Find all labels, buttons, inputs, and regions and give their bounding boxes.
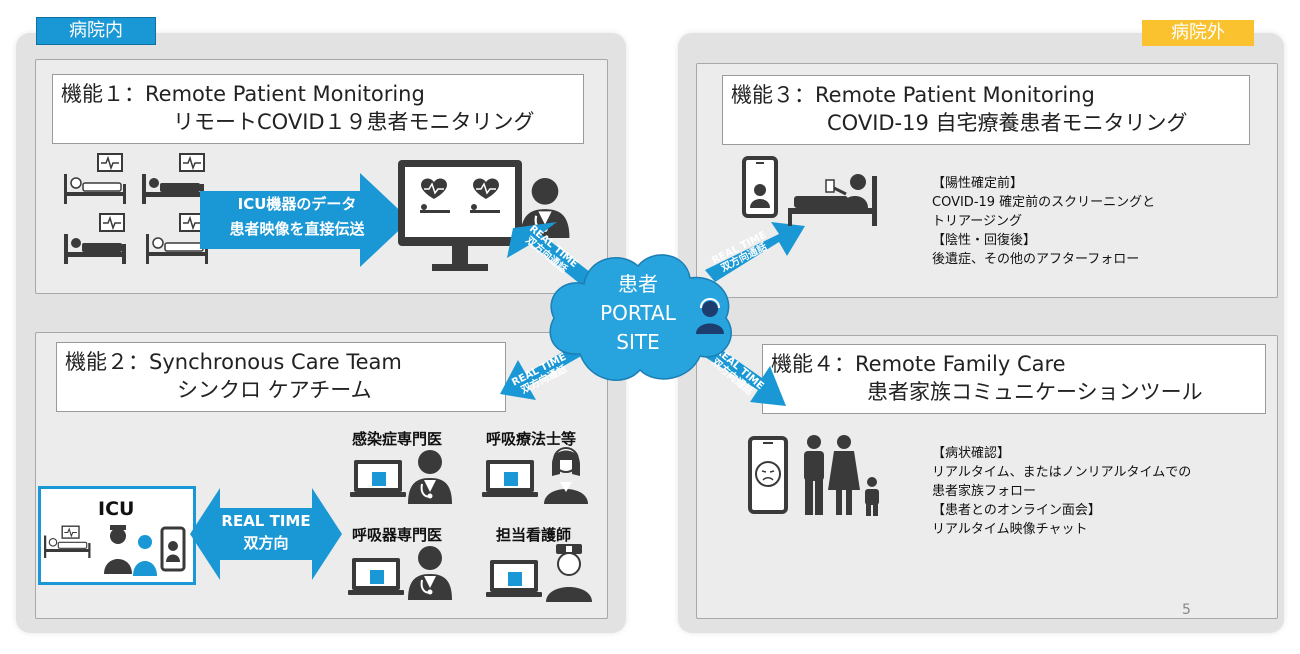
f4-description: 【病状確認】 リアルタイム、またはノンリアルタイムでの 患者家族フォロー 【患者… xyxy=(932,444,1191,539)
icu-beds-icon xyxy=(63,153,209,265)
function-2-title-line1: 機能２：Synchronous Care Team xyxy=(65,350,402,374)
icu-data-arrow-text: ICU機器のデータ 患者映像を直接伝送 xyxy=(202,192,392,242)
function-1-title: 機能１：Remote Patient Monitoring リモートCOVID１… xyxy=(52,74,584,144)
f3-desc-heading-1: 【陽性確定前】 xyxy=(932,176,1024,191)
respiratory-therapist-icon xyxy=(482,447,588,504)
portal-line2: PORTAL xyxy=(600,301,676,325)
function-3-title: 機能３：Remote Patient Monitoring COVID-19 自… xyxy=(722,75,1250,145)
icu-data-arrow-line1: ICU機器のデータ xyxy=(237,195,357,213)
function-4-title-line1: 機能４：Remote Family Care xyxy=(771,352,1066,376)
portal-line3: SITE xyxy=(616,330,660,354)
icu-realtime-line2: 双方向 xyxy=(243,534,289,552)
home-patient-icon xyxy=(742,156,877,226)
icu-label: ICU xyxy=(98,498,135,520)
realtime-arrow-f3 xyxy=(705,222,805,282)
icu-data-arrow xyxy=(200,173,410,267)
inside-hospital-label: 病院内 xyxy=(36,17,156,45)
pulmonologist-icon xyxy=(348,545,453,601)
function-1-title-line2: リモートCOVID１９患者モニタリング xyxy=(173,110,535,134)
function-4-title: 機能４：Remote Family Care 患者家族コミュニケーションツール xyxy=(762,344,1266,414)
icu-realtime-arrow xyxy=(190,488,342,580)
assigned-nurse-icon xyxy=(486,544,592,602)
portal-cloud-icon xyxy=(549,254,732,381)
f3-desc-line-2: トリアージング xyxy=(932,214,1022,229)
function-4-title-line2: 患者家族コミュニケーションツール xyxy=(867,380,1203,404)
realtime-arrow-f1 xyxy=(507,222,595,288)
icu-realtime-line1: REAL TIME xyxy=(221,512,311,530)
icu-team-icon xyxy=(43,525,186,576)
function-3-title-line1: 機能３：Remote Patient Monitoring xyxy=(731,83,1095,107)
function-2-title: 機能２：Synchronous Care Team シンクロ ケアチーム xyxy=(56,342,506,412)
function-1-title-line1: 機能１：Remote Patient Monitoring xyxy=(61,82,425,106)
monitor-icon xyxy=(398,160,522,271)
realtime-arrow-f4 xyxy=(698,340,786,406)
f3-description: 【陽性確定前】 COVID-19 確定前のスクリーニングと トリアージング 【陰… xyxy=(932,174,1155,269)
infection-specialist-icon xyxy=(350,449,453,505)
f4-desc-line-2: 患者家族フォロー xyxy=(932,484,1037,499)
function-3-title-line2: COVID-19 自宅療養患者モニタリング xyxy=(827,111,1188,135)
f4-desc-heading-2: 【患者とのオンライン面会】 xyxy=(932,503,1101,518)
portal-line1: 患者 xyxy=(618,272,658,296)
portal-text: 患者 PORTAL SITE xyxy=(578,270,698,357)
label-assigned-nurse: 担当看護師 xyxy=(496,526,572,544)
icu-realtime-arrow-text: REAL TIME 双方向 xyxy=(210,510,322,554)
f4-desc-line-3: リアルタイム映像チャット xyxy=(932,522,1088,537)
family-care-icon xyxy=(748,435,879,516)
icu-data-arrow-line2: 患者映像を直接伝送 xyxy=(229,220,365,238)
page-number: 5 xyxy=(1182,602,1191,618)
f4-desc-line-1: リアルタイム、またはノンリアルタイムでの xyxy=(932,465,1192,480)
f3-desc-line-3: 後遺症、その他のアフターフォロー xyxy=(932,252,1140,267)
f3-desc-line-1: COVID-19 確定前のスクリーニングと xyxy=(932,195,1156,210)
label-pulmonologist: 呼吸器専門医 xyxy=(352,526,443,544)
f3-desc-heading-2: 【陰性・回復後】 xyxy=(932,233,1037,248)
function-2-title-line2: シンクロ ケアチーム xyxy=(177,378,372,402)
outside-hospital-label: 病院外 xyxy=(1142,20,1254,46)
label-respiratory-therapist: 呼吸療法士等 xyxy=(486,430,577,448)
f4-desc-heading-1: 【病状確認】 xyxy=(932,446,1011,461)
label-infection-specialist: 感染症専門医 xyxy=(352,430,443,448)
